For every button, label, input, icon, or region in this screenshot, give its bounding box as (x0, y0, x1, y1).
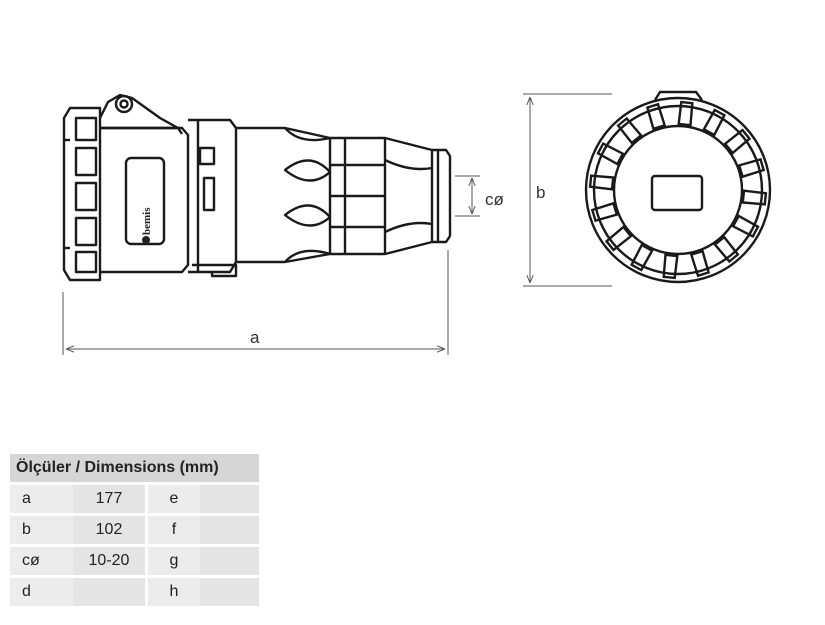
front-rib (723, 128, 752, 155)
front-rib (737, 157, 766, 179)
dimension-b (523, 93, 612, 287)
socket-face (650, 174, 704, 212)
front-rib (604, 225, 633, 252)
dimension-value (200, 485, 259, 513)
dimension-value (73, 578, 145, 606)
dimension-key: a (10, 485, 73, 513)
front-rib (662, 253, 679, 280)
technical-drawing: bemis a cø b (62, 90, 772, 355)
collar (188, 118, 238, 274)
dimension-b-label: b (536, 183, 545, 202)
front-rib (590, 201, 619, 223)
dimension-value: 102 (73, 516, 145, 544)
dimension-value (200, 578, 259, 606)
table-row: b 102 f (10, 516, 259, 544)
front-rib (645, 102, 667, 131)
label-plate (124, 156, 166, 246)
dimension-key: g (148, 547, 200, 575)
main-body (100, 126, 190, 274)
front-rib (741, 189, 768, 206)
front-rib (702, 108, 727, 137)
dimension-key: d (10, 578, 73, 606)
side-view-socket (62, 93, 452, 282)
dimension-key: cø (10, 547, 73, 575)
dimension-a (62, 250, 449, 355)
front-rib (713, 235, 740, 264)
table-row: d h (10, 578, 259, 606)
front-ribs (588, 100, 768, 280)
front-rib (731, 214, 760, 239)
front-rib (596, 141, 625, 166)
front-rib (629, 243, 654, 272)
front-rib (616, 116, 643, 145)
front-rib (689, 249, 711, 278)
table-row: cø 10-20 g (10, 547, 259, 575)
cable-gland (236, 126, 434, 264)
front-flange (62, 106, 102, 282)
front-rib (588, 174, 615, 191)
dimension-c (455, 175, 480, 217)
dimension-value (200, 516, 259, 544)
cable-end-nut (432, 148, 452, 244)
dimensions-table-title: Ölçüler / Dimensions (mm) (10, 454, 259, 482)
dimension-value: 10-20 (73, 547, 145, 575)
front-view-socket (584, 90, 772, 284)
dimension-c-label: cø (485, 190, 504, 209)
front-rib (677, 100, 694, 127)
dimension-a-label: a (250, 328, 260, 347)
dimensions-table: Ölçüler / Dimensions (mm) a 177 e b 102 … (10, 451, 259, 609)
brand-logo-mark (142, 236, 150, 244)
dimension-key: h (148, 578, 200, 606)
dimension-value: 177 (73, 485, 145, 513)
dimension-key: f (148, 516, 200, 544)
table-row: a 177 e (10, 485, 259, 513)
dimension-key: e (148, 485, 200, 513)
dimension-key: b (10, 516, 73, 544)
dimension-value (200, 547, 259, 575)
brand-logo-text: bemis (141, 207, 153, 235)
